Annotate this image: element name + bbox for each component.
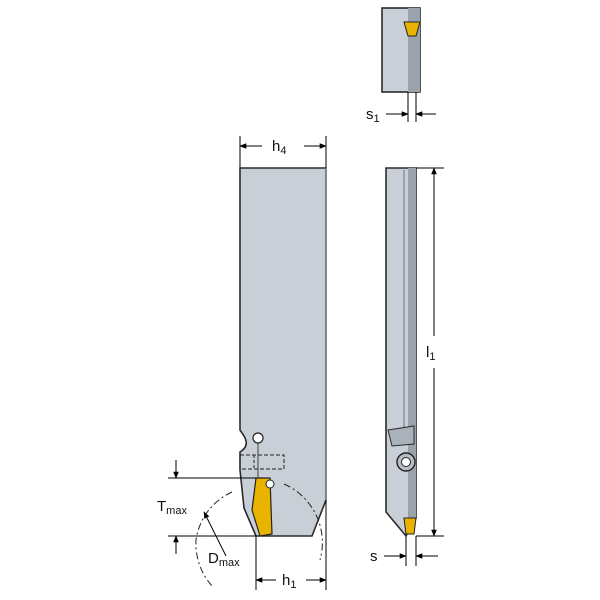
dmax-label: Dmax [208,550,240,569]
cutting-insert [251,477,273,537]
s-label: s [370,548,378,565]
top-view-shade [408,8,420,92]
dmax-arc [195,491,233,587]
s1-label: s1 [366,106,380,125]
clamp-hole [252,432,264,444]
insert-hole [265,479,275,489]
top-end-view: s1 [366,7,436,125]
dashed-screw [239,454,285,470]
l1-label: l1 [426,344,435,363]
h1-label: h1 [282,572,296,591]
front-view: h4 Tmax Dmax h1 [157,136,327,591]
top-view-insert [403,21,421,37]
side-view-shade [408,168,416,518]
blade-body [239,167,327,537]
dmax-leader [203,511,227,557]
tmax-label: Tmax [157,498,187,517]
side-view-clamp [387,425,415,447]
dmax-arc-right [283,483,323,561]
side-view-insert [403,517,417,535]
side-view-screw-inner [401,457,411,467]
h4-label: h4 [272,138,286,157]
side-view: l1 s [370,167,444,566]
